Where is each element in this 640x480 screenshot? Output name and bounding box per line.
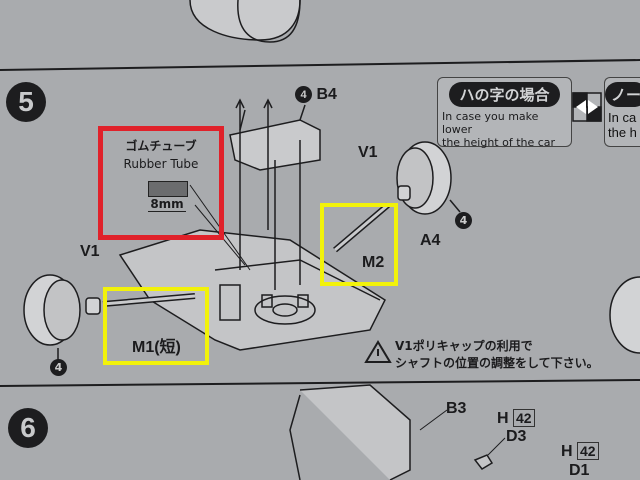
top-wheel-remnant: [189, 0, 301, 41]
h42a-number: 42: [513, 409, 535, 427]
note-next: ノー In ca the h: [604, 77, 640, 147]
d1-label: D1: [569, 462, 590, 479]
v1-left-cap: [85, 297, 101, 315]
d3-label: D3: [506, 428, 527, 445]
v1-right-cap: [397, 185, 411, 201]
wheel-left-callout: 4: [50, 357, 67, 376]
rubber-tube-jp: ゴムチューブ: [125, 139, 197, 153]
b4-number: 4: [295, 86, 312, 104]
step-divider: [0, 379, 640, 387]
note-lower-line2: the height of the car: [442, 136, 556, 149]
note-next-title: ノー: [605, 82, 640, 107]
h42a-callout: H 42: [497, 409, 535, 428]
m2-highlight: [320, 203, 398, 286]
d3-part: [473, 454, 494, 470]
step-5-badge: 5: [6, 82, 46, 122]
warning-triangle-icon: [364, 340, 392, 363]
warning-text: V1ポリキャップの利用で シャフトの位置の調整をして下さい。: [395, 338, 599, 372]
swap-arrows-icon: [572, 92, 602, 122]
b3-part: [299, 384, 411, 480]
warning-line2: シャフトの位置の調整をして下さい。: [395, 356, 599, 370]
edge-wheel: [609, 276, 640, 354]
b4-callout: 4 B4: [295, 86, 337, 104]
wheel-right-number: 4: [455, 212, 472, 229]
h42b-callout: H 42: [561, 442, 599, 461]
h42a-letter: H: [497, 410, 509, 427]
step-divider: [0, 59, 640, 71]
note-lower-title: ハの字の場合: [449, 82, 560, 107]
step-6-badge: 6: [8, 408, 48, 448]
h42b-letter: H: [561, 443, 573, 460]
note-next-line1: In ca: [608, 110, 637, 125]
h42b-number: 42: [577, 442, 599, 460]
rubber-tube-icon: [148, 181, 188, 197]
v1-left-label: V1: [80, 243, 100, 260]
rubber-tube-length: 8mm: [148, 197, 186, 212]
v1-right-label: V1: [358, 144, 378, 161]
a4-label: A4: [420, 232, 441, 249]
note-lower-line1: In case you make lower: [442, 110, 539, 136]
m2-label: M2: [362, 254, 385, 271]
warning-line1: V1ポリキャップの利用で: [395, 339, 533, 353]
b4-label: B4: [316, 86, 337, 103]
m1-label: M1(短): [132, 339, 181, 356]
rubber-tube-callout: ゴムチューブ Rubber Tube 8mm: [98, 126, 224, 240]
note-next-line2: the h: [608, 125, 637, 140]
note-lower-height: ハの字の場合 In case you make lower the height…: [437, 77, 572, 149]
wheel-right-callout: 4: [455, 210, 472, 229]
chassis-plate: [118, 229, 386, 351]
m1-highlight: [103, 287, 209, 365]
rubber-tube-en: Rubber Tube: [123, 157, 199, 171]
wheel-left-number: 4: [50, 359, 67, 376]
b3-label: B3: [446, 400, 467, 417]
